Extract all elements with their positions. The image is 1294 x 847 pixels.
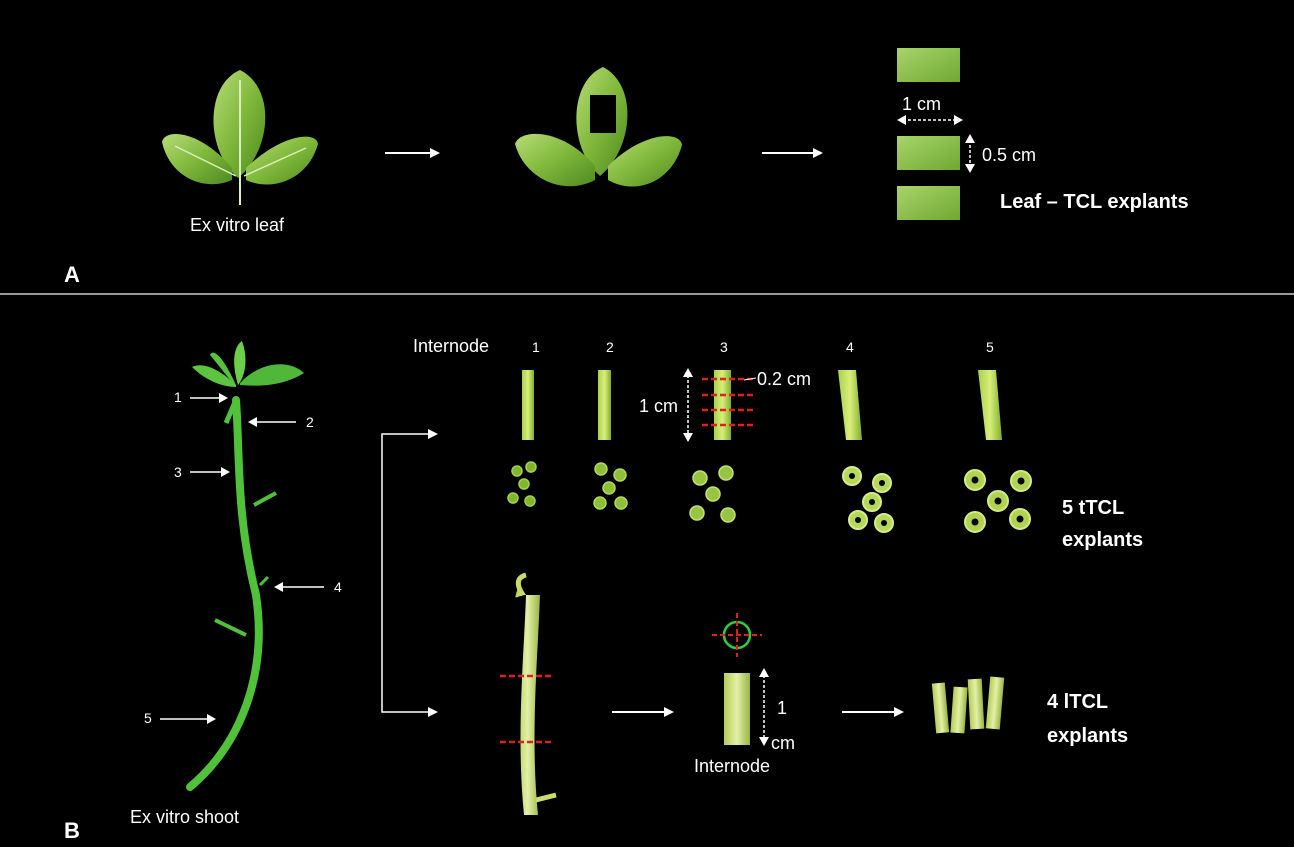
internode-heading: Internode	[413, 336, 489, 357]
height-label: 0.5 cm	[982, 145, 1036, 166]
internode-segment-5	[978, 370, 1002, 440]
panel-b: 1 2 3 4 5 Ex vitro shoot B Internode 1 2…	[0, 295, 1294, 847]
thickness-label: 0.2 cm	[757, 369, 811, 390]
shoot-marker-arrow-5	[160, 714, 216, 724]
shoot-marker-arrow-3	[190, 467, 230, 477]
internode-segment-1	[522, 370, 534, 440]
arrow-b2	[842, 707, 904, 717]
internode-single-segment	[724, 673, 750, 745]
segment-dimension-arrow	[759, 668, 769, 746]
internode-number-2: 2	[606, 339, 614, 355]
internode-number-5: 5	[986, 339, 994, 355]
arrow-a1	[385, 148, 440, 158]
panel-b-artwork	[0, 295, 1294, 847]
arrow-a2	[762, 148, 823, 158]
internode-segment-4	[838, 370, 862, 440]
leaf-caption: Ex vitro leaf	[190, 215, 284, 236]
shoot-marker-5: 5	[144, 710, 152, 726]
width-dimension-arrow	[897, 115, 963, 125]
shoot-marker-2: 2	[306, 414, 314, 430]
internode-segment-3	[714, 370, 731, 440]
pale-stem-image	[515, 575, 556, 815]
cut-leaf-image	[515, 67, 682, 187]
transverse-discs-1	[508, 462, 536, 506]
shoot-caption: Ex vitro shoot	[130, 807, 239, 828]
length-label: 1 cm	[639, 396, 678, 417]
shoot-marker-3: 3	[174, 464, 182, 480]
width-label: 1 cm	[902, 94, 941, 115]
internode-segment-2	[598, 370, 611, 440]
bracket-arrow	[382, 429, 438, 717]
internode-number-3: 3	[720, 339, 728, 355]
ltcl-title-line2: explants	[1047, 722, 1128, 750]
panel-a-artwork	[0, 0, 1294, 293]
shoot-marker-arrow-1	[190, 393, 228, 403]
ttcl-title-line2: explants	[1062, 526, 1143, 554]
shoot-marker-1: 1	[174, 389, 182, 405]
shoot-marker-arrow-4	[274, 582, 324, 592]
crosshair-target-icon	[712, 613, 762, 657]
ltcl-title-line1: 4 lTCL	[1047, 688, 1108, 716]
segment-length-unit: cm	[771, 733, 795, 754]
internode-number-1: 1	[532, 339, 540, 355]
segment-length-value: 1	[777, 698, 787, 719]
height-dimension-arrow	[965, 134, 975, 173]
transverse-discs-3	[690, 466, 735, 522]
internode-number-4: 4	[846, 339, 854, 355]
leaf-explant-title: Leaf – TCL explants	[1000, 188, 1189, 216]
leaf-explant-2	[897, 136, 960, 170]
length-dimension-arrow	[683, 368, 693, 442]
ttcl-title-line1: 5 tTCL	[1062, 494, 1124, 522]
panel-a-letter: A	[64, 262, 80, 288]
leaf-explant-1	[897, 48, 960, 82]
transverse-discs-2	[594, 463, 627, 509]
internode-caption: Internode	[694, 756, 770, 777]
longitudinal-explants-image	[932, 676, 1004, 733]
shoot-marker-arrow-2	[248, 417, 296, 427]
panel-b-letter: B	[64, 818, 80, 844]
shoot-marker-4: 4	[334, 579, 342, 595]
leaf-explant-3	[897, 186, 960, 220]
arrow-b1	[612, 707, 674, 717]
whole-leaf-image	[162, 70, 318, 205]
panel-a: Ex vitro leaf 1 cm 0.5 cm Leaf – TCL exp…	[0, 0, 1294, 293]
